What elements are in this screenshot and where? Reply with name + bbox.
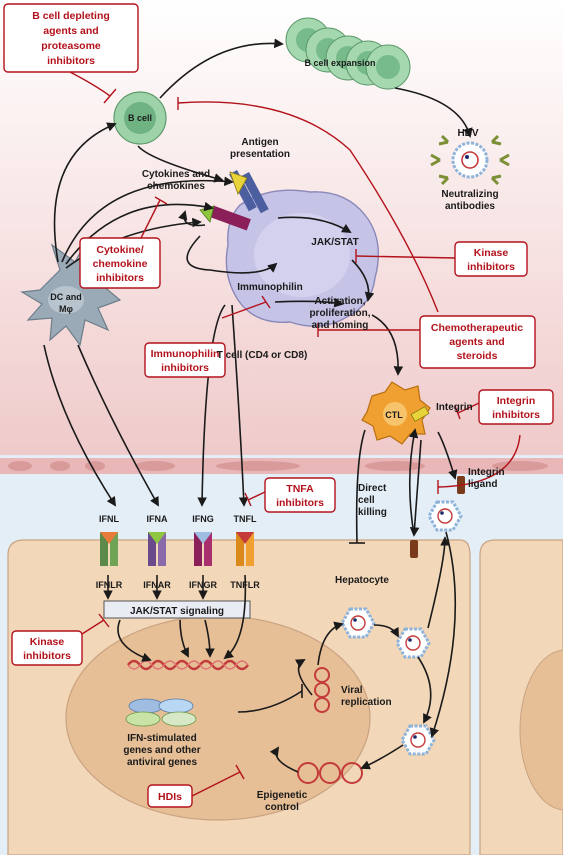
drug-box-b-cell-depleting-line2: agents and	[43, 25, 98, 37]
drug-box-b-cell-depleting-line3: proteasome	[41, 40, 101, 52]
jak-stat-signaling-label: JAK/STAT signaling	[130, 606, 224, 617]
drug-box-kinase-bottom: Kinase inhibitors	[11, 630, 83, 666]
cccdna-minichromosomes	[297, 762, 363, 784]
cytokines-chemokines-label-2: chemokines	[147, 181, 205, 192]
ifnar-receptor	[148, 532, 166, 566]
tnfl-label: TNFL	[234, 514, 257, 524]
drug-box-tnfa: TNFA inhibitors	[264, 477, 336, 513]
drug-box-chemo-line1: Chemotherapeutic	[431, 322, 523, 334]
antigen-presentation-label-2: presentation	[230, 149, 290, 160]
mhc-tcr-receptor	[229, 169, 269, 214]
replication-intermediates	[314, 667, 330, 713]
activation-label-1: Activation,	[314, 296, 365, 307]
isg-label-2: genes and other	[123, 745, 200, 756]
hepatocyte-label: Hepatocyte	[335, 575, 389, 586]
cytokines-chemokines-label-1: Cytokines and	[142, 169, 210, 180]
t-cell	[225, 189, 380, 327]
drug-box-kinase-top-line2: inhibitors	[467, 261, 515, 273]
drug-box-b-cell-depleting-line4: inhibitors	[47, 55, 95, 67]
viral-replication-label-1: Viral	[341, 685, 363, 696]
drug-box-b-cell-depleting: B cell depleting agents and proteasome i…	[3, 3, 139, 73]
drug-box-hdis-label: HDIs	[158, 791, 182, 803]
b-cell-expansion-label: B cell expansion	[304, 58, 375, 68]
drug-box-immunophilin-line2: inhibitors	[161, 362, 209, 374]
tnflr-label: TNFLR	[230, 580, 260, 590]
drug-box-chemo-line3: steroids	[457, 350, 498, 362]
drug-box-kinase-top-line1: Kinase	[474, 247, 509, 259]
dc-label-1: DC and	[50, 292, 82, 302]
hbv-antibody-complex	[430, 134, 510, 186]
virion-released	[427, 500, 463, 532]
neutralizing-antibodies-label-1: Neutralizing	[441, 189, 498, 200]
drug-box-integrin-line1: Integrin	[497, 395, 536, 407]
drug-box-cytokine-line2: chemokine	[93, 258, 148, 270]
isg-label-3: antiviral genes	[127, 757, 197, 768]
drug-box-hdis: HDIs	[147, 784, 193, 808]
activation-label-2: proliferation,	[309, 308, 370, 319]
integrin-ligand-label-1: Integrin	[468, 467, 505, 478]
ifna-label: IFNA	[147, 514, 168, 524]
black-inhibition-lines	[237, 429, 366, 713]
activation-label-3: and homing	[312, 320, 369, 331]
drug-box-integrin-line2: inhibitors	[492, 409, 540, 421]
epigenetic-label-1: Epigenetic	[257, 790, 308, 801]
drug-box-immunophilin-line1: Immunophilin	[151, 348, 220, 360]
drug-box-kinase-bottom-line1: Kinase	[30, 636, 65, 648]
tnflr-receptor	[236, 532, 254, 566]
integrin-ligand-label-2: ligand	[468, 479, 497, 490]
immunophilin-label: Immunophilin	[237, 282, 303, 293]
t-cell-label: T cell (CD4 or CD8)	[217, 350, 308, 361]
hepatocyte-nucleus	[65, 615, 371, 821]
ifnlr-receptor	[100, 532, 118, 566]
jak-stat-label: JAK/STAT	[311, 237, 358, 248]
drug-box-kinase-bottom-line2: inhibitors	[23, 650, 71, 662]
integrin-label: Integrin	[436, 402, 473, 413]
drug-box-b-cell-depleting-line1: B cell depleting	[32, 10, 110, 22]
virion-1	[340, 607, 376, 639]
isg-label-1: IFN-stimulated	[127, 733, 196, 744]
b-cell-label: B cell	[128, 113, 152, 123]
ifngr-receptor	[194, 532, 212, 566]
drug-box-tnfa-line2: inhibitors	[276, 497, 324, 509]
direct-killing-label-1: Direct	[358, 483, 387, 494]
antigen-presentation-label-1: Antigen	[241, 137, 278, 148]
direct-killing-label-2: cell	[358, 495, 375, 506]
integrin-ligand-hepatocyte	[410, 540, 418, 558]
epigenetic-label-2: control	[265, 802, 299, 813]
drug-box-integrin: Integrin inhibitors	[478, 389, 554, 425]
isg-products	[125, 698, 197, 727]
drug-box-cytokine-line3: inhibitors	[96, 272, 144, 284]
neutralizing-antibodies-label-2: antibodies	[445, 201, 495, 212]
dc-label-2: Mφ	[59, 304, 73, 314]
drug-box-chemo-line2: agents and	[449, 336, 504, 348]
drug-box-cytokine: Cytokine/ chemokine inhibitors	[79, 237, 161, 289]
drug-box-cytokine-line1: Cytokine/	[96, 244, 143, 256]
viral-replication-label-2: replication	[341, 697, 392, 708]
hbv-label: HBV	[457, 128, 478, 139]
ifngr-label: IFNGR	[189, 580, 217, 590]
ifnlr-label: IFNLR	[96, 580, 123, 590]
ctl-label: CTL	[385, 410, 403, 420]
jak-stat-signaling-box	[103, 600, 251, 619]
drug-box-kinase-top: Kinase inhibitors	[454, 241, 528, 277]
drug-box-immunophilin: Immunophilin inhibitors	[144, 342, 226, 378]
inhibitor-lines	[69, 71, 521, 797]
ifnar-label: IFNAR	[143, 580, 171, 590]
ifnl-label: IFNL	[99, 514, 119, 524]
direct-killing-label-3: killing	[358, 507, 387, 518]
drug-box-chemo: Chemotherapeutic agents and steroids	[419, 315, 536, 369]
virion-3	[400, 724, 436, 756]
b-cell	[113, 91, 167, 145]
dendritic-cell-macrophage	[20, 236, 122, 347]
ifng-label: IFNG	[192, 514, 214, 524]
b-cell-expansion-cluster	[285, 17, 411, 90]
drug-box-tnfa-line1: TNFA	[286, 483, 314, 495]
virion-2	[395, 627, 431, 659]
pathway-arrows	[43, 38, 473, 773]
